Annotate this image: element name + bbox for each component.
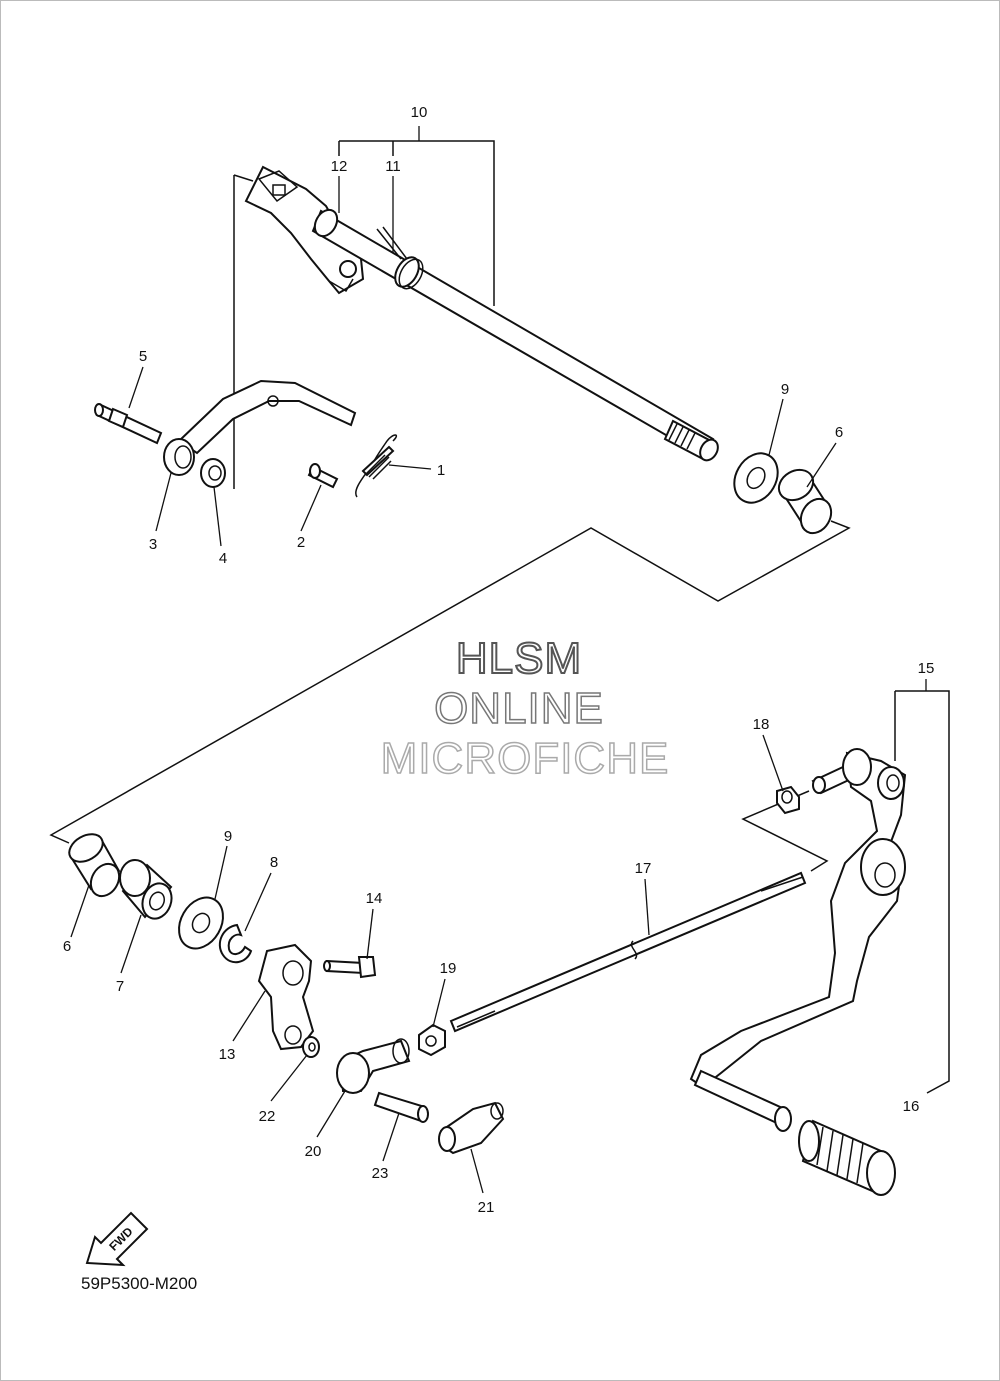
collar-4 — [200, 458, 226, 488]
part-label-12: 12 — [331, 158, 348, 175]
leader-18 — [762, 734, 784, 792]
pedal-rubber-16 — [798, 1119, 896, 1196]
leader-20 — [316, 1090, 346, 1138]
connection-line-right — [741, 790, 829, 872]
part-label-10: 10 — [411, 104, 428, 121]
washer-9-upper — [733, 452, 779, 504]
bolt-2 — [307, 463, 339, 489]
part-label-13: 13 — [219, 1046, 236, 1063]
part-label-3: 3 — [149, 536, 157, 553]
part-label-7: 7 — [116, 978, 124, 995]
washer-22 — [302, 1036, 320, 1058]
part-label-9-upper: 9 — [781, 381, 789, 398]
leader-19 — [432, 978, 446, 1028]
part-labels: 10 12 11 5 9 6 1 3 4 2 15 18 9 8 17 14 6… — [63, 104, 935, 1216]
boot-21 — [438, 1101, 505, 1155]
fwd-arrow-icon: FWD — [85, 1211, 149, 1267]
leader-21 — [470, 1148, 484, 1194]
leader-14 — [366, 908, 374, 960]
leader-5 — [128, 366, 144, 409]
part-label-17: 17 — [635, 860, 652, 877]
bolt-5 — [94, 403, 163, 445]
leader-6-lower — [70, 884, 90, 938]
shift-arm-12 — [244, 165, 365, 295]
washer-9-lower — [178, 896, 224, 950]
part-label-14: 14 — [366, 890, 383, 907]
nut-19 — [418, 1023, 446, 1057]
collar-18 — [776, 785, 800, 815]
leader-3 — [155, 472, 172, 532]
part-label-6-upper: 6 — [835, 424, 843, 441]
part-label-6-lower: 6 — [63, 938, 71, 955]
diagram-code: 59P5300-M200 — [81, 1274, 197, 1293]
connection-line-middle — [49, 520, 851, 844]
leader-22 — [270, 1054, 308, 1102]
part-label-22: 22 — [259, 1108, 276, 1125]
bolt-14 — [323, 956, 377, 979]
part-label-20: 20 — [305, 1143, 322, 1160]
shift-arm-13 — [257, 943, 315, 1051]
rod-17 — [449, 871, 807, 1033]
part-label-19: 19 — [440, 960, 457, 977]
leader-4 — [213, 486, 222, 547]
leader-2 — [300, 484, 322, 532]
spring-1 — [355, 434, 398, 498]
part-label-18: 18 — [753, 716, 770, 733]
collar-6-lower — [68, 833, 121, 898]
part-label-5: 5 — [139, 348, 147, 365]
shift-shaft-10 — [311, 208, 719, 462]
collar-6-upper — [777, 468, 833, 535]
bearing-7 — [119, 859, 173, 920]
part-label-2: 2 — [297, 534, 305, 551]
spring-clip-11 — [376, 226, 424, 290]
shift-pedal-15 — [689, 748, 907, 1132]
leader-7 — [120, 914, 142, 974]
leader-17 — [644, 878, 650, 936]
part-label-4: 4 — [219, 550, 227, 567]
frame-line-top — [233, 174, 254, 182]
watermark-line-1: HLSM — [456, 634, 582, 683]
watermark-line-3: MICROFICHE — [381, 734, 670, 783]
watermark-line-2: ONLINE — [434, 684, 604, 733]
part-label-1: 1 — [437, 462, 445, 479]
bolt-23 — [373, 1091, 429, 1123]
part-label-21: 21 — [478, 1199, 495, 1216]
leader-8 — [244, 872, 272, 932]
part-label-11: 11 — [385, 158, 401, 175]
part-label-15: 15 — [918, 660, 935, 677]
leader-9-lower — [214, 845, 228, 900]
leader-6-upper — [806, 442, 837, 488]
leader-13 — [232, 990, 266, 1042]
leader-9-upper — [768, 398, 784, 456]
part-label-9-lower: 9 — [224, 828, 232, 845]
joint-20 — [336, 1038, 411, 1094]
part-label-23: 23 — [372, 1165, 389, 1182]
part-label-8: 8 — [270, 854, 278, 871]
part-label-16: 16 — [903, 1098, 920, 1115]
watermark: HLSM ONLINE MICROFICHE — [380, 633, 670, 784]
group-bracket-10 — [338, 126, 495, 306]
leader-23 — [382, 1112, 400, 1162]
group-bracket-15 — [894, 679, 950, 1094]
shift-lever-3 — [163, 379, 357, 476]
leader-1 — [388, 464, 432, 470]
circlip-8 — [218, 923, 253, 964]
